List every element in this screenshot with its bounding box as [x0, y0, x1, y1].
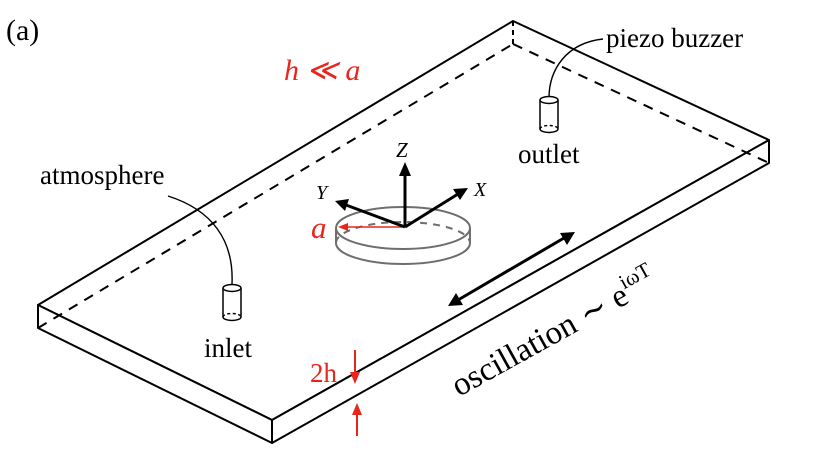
outlet-label: outlet [518, 139, 580, 169]
inlet-port [222, 283, 242, 322]
inlet-label: inlet [204, 333, 252, 363]
thickness-label: 2h [310, 358, 338, 388]
plate [37, 20, 770, 444]
piezo-buzzer-label: piezo buzzer [606, 23, 743, 53]
plate-hidden-edge-left [37, 43, 514, 329]
axis-x-label: X [473, 179, 487, 201]
plate-hidden-edge-right [512, 43, 770, 164]
axis-z-label: Z [396, 138, 408, 162]
disc [335, 206, 471, 265]
plate-right-side [271, 139, 770, 444]
atmosphere-leader-line [167, 195, 233, 285]
coordinate-axes [335, 162, 468, 229]
condition-label: h ≪ a [284, 54, 360, 87]
piezo-leader-line [548, 38, 604, 99]
atmosphere-label: atmosphere [40, 160, 164, 190]
plate-left-side [37, 304, 273, 444]
disc-bottom [335, 242, 471, 265]
outlet-port [539, 95, 559, 134]
axis-y-label: Y [316, 182, 329, 204]
thickness-arrows [350, 350, 362, 436]
oscillation-text: oscillation ∼ e [445, 277, 634, 404]
radius-label: a [311, 210, 327, 245]
panel-label: (a) [6, 14, 39, 47]
disc-bottom-hidden [335, 221, 471, 244]
oscillation-arrow [448, 232, 575, 306]
radius-arrowhead [338, 223, 348, 231]
